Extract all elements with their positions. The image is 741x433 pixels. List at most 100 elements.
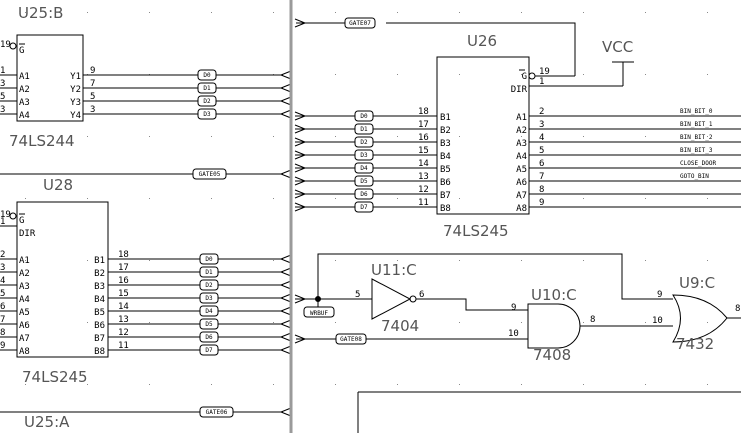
grid-dot (397, 136, 398, 137)
wires (0, 18, 741, 417)
u25b-pin-name: A3 (19, 98, 30, 108)
net-label-box (199, 266, 219, 278)
grid-dot (397, 384, 398, 385)
grid-dot (87, 322, 88, 323)
net-label-box (354, 162, 374, 174)
u26-pin-num: 19 (539, 67, 550, 77)
u26-title: U26 (467, 32, 497, 50)
u28-pin-name: G (19, 216, 24, 226)
u11-triangle (371, 278, 412, 320)
grid-dot (645, 322, 646, 323)
net-label-box (354, 188, 374, 200)
net-label-text: D4 (205, 308, 213, 315)
grid-dot (211, 198, 212, 199)
u28-pin-num: 4 (0, 276, 5, 286)
grid-dot (521, 74, 522, 75)
grid-dot (645, 12, 646, 13)
grid-dot (645, 260, 646, 261)
grid-dot (707, 384, 708, 385)
grid-dot (273, 198, 274, 199)
u26-pin-name: B4 (440, 152, 451, 162)
grid-dot (459, 74, 460, 75)
grid-dot (25, 198, 26, 199)
net-label-text: GATE05 (199, 171, 221, 178)
net-label-text: D0 (203, 72, 211, 79)
inversion-bubble (9, 212, 17, 220)
u28-pin-name: B1 (94, 256, 105, 266)
u26-component[interactable]: U26 74LS245 18B117B216B315B414B513B612B7… (418, 32, 717, 240)
u11-inverter[interactable]: U11:C 5 6 7404 (355, 261, 424, 335)
u10-and-gate[interactable]: U10:C 9 10 8 7408 (508, 286, 595, 364)
net-label-box (354, 175, 374, 187)
grid-dot (459, 322, 460, 323)
u28-pin-num: 15 (118, 289, 129, 299)
u10-in-pin-b: 10 (508, 329, 519, 339)
u26-pin-num: 4 (539, 133, 544, 143)
u25b-pin-num: 9 (90, 66, 95, 76)
u26-pin-num: 9 (539, 198, 544, 208)
grid-dot (211, 136, 212, 137)
net-label-box (197, 108, 217, 120)
vcc-symbol: VCC (602, 38, 634, 86)
grid-dot (87, 12, 88, 13)
bus-entry (279, 407, 292, 417)
u28-body (16, 201, 109, 358)
grid-dot (25, 12, 26, 13)
grid-dot (459, 12, 460, 13)
grid-dot (25, 136, 26, 137)
bus-entry (279, 280, 292, 290)
net-label-text: D1 (203, 85, 211, 92)
net-label-text: D5 (205, 321, 213, 328)
u28-pin-num: 19 (0, 210, 11, 220)
u9-in-pin-a: 9 (657, 290, 662, 300)
grid-dot (521, 384, 522, 385)
grid-dot (335, 322, 336, 323)
u26-pin-name: A6 (516, 178, 527, 188)
grid-dot (335, 260, 336, 261)
grid-dot (459, 136, 460, 137)
net-label-box (199, 279, 219, 291)
u26-pin-name: A5 (516, 165, 527, 175)
u28-pin-num: 1 (0, 217, 5, 227)
u26-pin-name: A7 (516, 191, 527, 201)
u25b-pin-num: 3 (0, 79, 5, 89)
u26-pin-num: 13 (418, 172, 429, 182)
net-label-box (354, 110, 374, 122)
net-label-box (192, 168, 227, 180)
u25b-pin-name: A1 (19, 72, 30, 82)
grid-dot (335, 12, 336, 13)
u28-pin-num: 14 (118, 302, 129, 312)
grid-dot (521, 12, 522, 13)
u25b-pin-num: 5 (90, 92, 95, 102)
net-label-text: D2 (360, 139, 368, 146)
u9-part: 7432 (676, 335, 714, 353)
net-label-box (199, 318, 219, 330)
grid-dot (397, 260, 398, 261)
u26-pin-name: A4 (516, 152, 527, 162)
u26-pin-name: B1 (440, 113, 451, 123)
u25b-pin-name: A4 (19, 111, 30, 121)
u26-pin-name: A1 (516, 113, 527, 123)
bus-entry (279, 254, 292, 264)
bus-entry (279, 345, 292, 355)
u25a-component[interactable]: U25:A (24, 413, 70, 431)
u25b-pin-name: G (19, 46, 24, 56)
net-label-box (197, 69, 217, 81)
u28-pin-name: A3 (19, 282, 30, 292)
grid-dot (459, 198, 460, 199)
net-label-box (354, 136, 374, 148)
net-label-text: D7 (360, 204, 368, 211)
u25b-pin-name: Y1 (70, 72, 81, 82)
u28-pin-name: A6 (19, 321, 30, 331)
u28-pin-name: A8 (19, 347, 30, 357)
u26-pin-name: A3 (516, 139, 527, 149)
wire (416, 298, 528, 311)
net-label-text: GATE07 (349, 20, 371, 27)
grid-dot (707, 198, 708, 199)
u25b-body (16, 34, 84, 122)
bus-entry (279, 70, 292, 80)
u9-or-gate[interactable]: U9:C 9 10 8 7432 (652, 274, 740, 353)
